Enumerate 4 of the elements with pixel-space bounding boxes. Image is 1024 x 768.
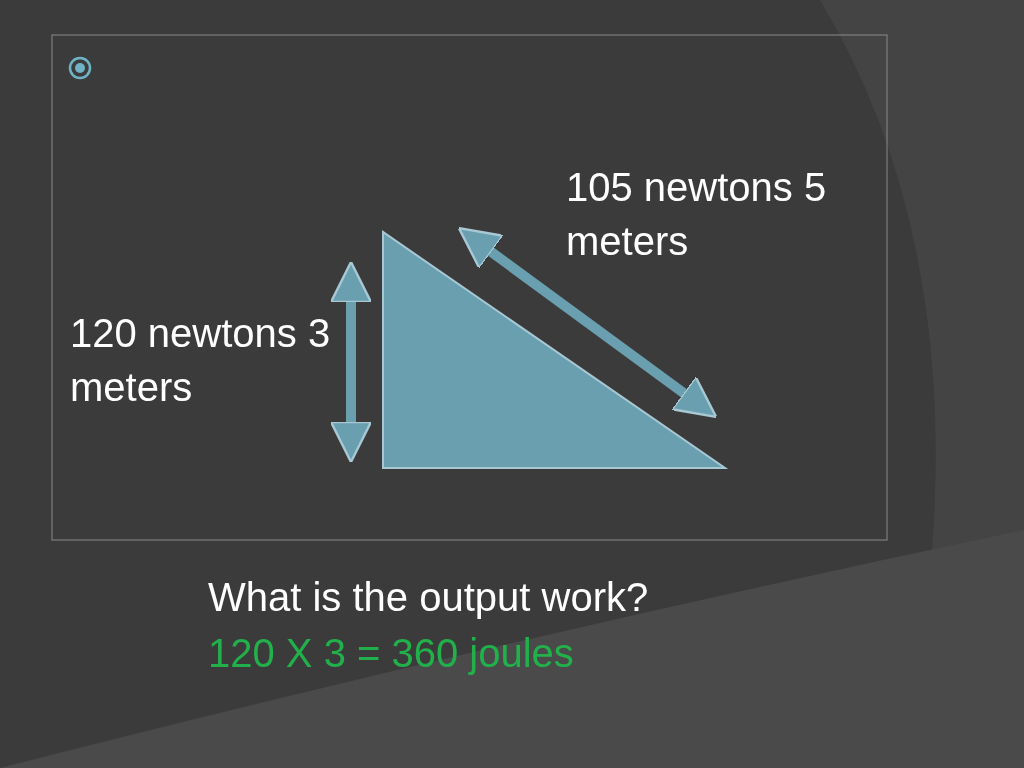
answer-text: 120 X 3 = 360 joules	[208, 630, 575, 677]
question-text: What is the output work?	[208, 574, 650, 621]
measurement-label: 105 newtons 5 meters	[566, 164, 828, 265]
measurement-label: 120 newtons 3 meters	[70, 310, 332, 411]
